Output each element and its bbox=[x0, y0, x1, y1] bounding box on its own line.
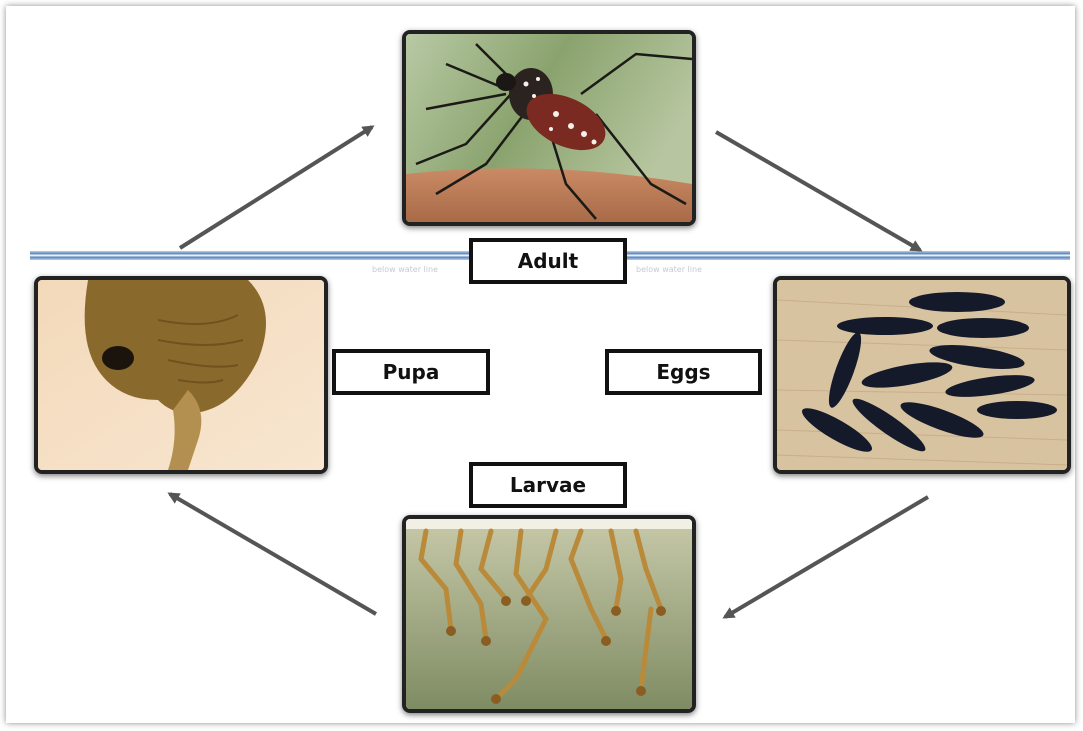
stage-label-pupa: Pupa bbox=[332, 349, 490, 395]
stage-label-eggs: Eggs bbox=[605, 349, 762, 395]
water-line-note-left: below water line bbox=[372, 265, 438, 274]
water-line-note-right: below water line bbox=[636, 265, 702, 274]
pupa-image bbox=[34, 276, 328, 474]
larvae-image bbox=[402, 515, 696, 713]
stage-label-larvae: Larvae bbox=[469, 462, 627, 508]
eggs-image bbox=[773, 276, 1071, 474]
adult-mosquito-image bbox=[402, 30, 696, 226]
stage-label-adult: Adult bbox=[469, 238, 627, 284]
